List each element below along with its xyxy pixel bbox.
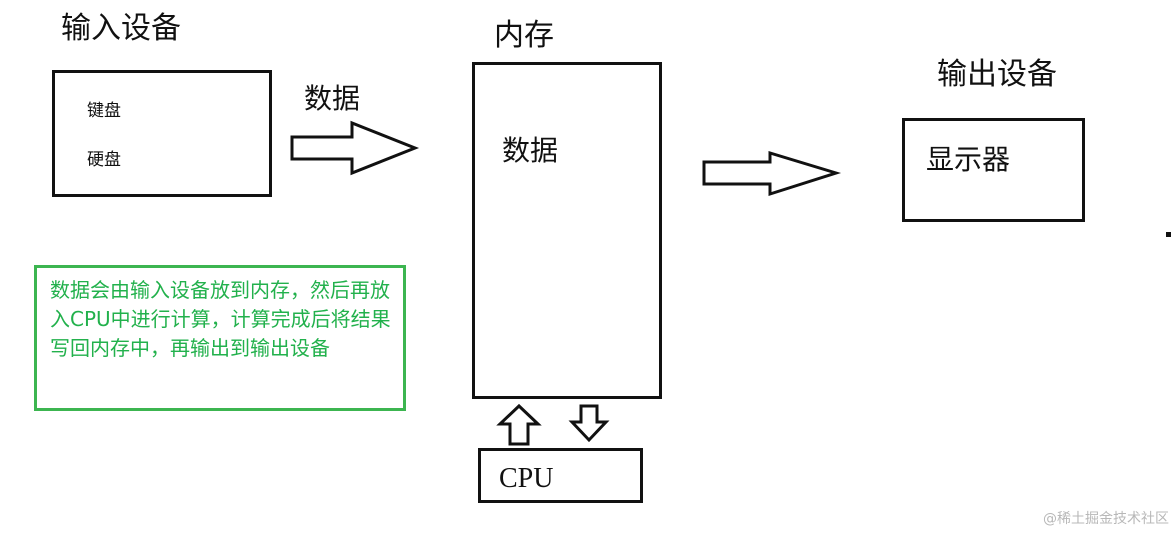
memory-box: 数据: [472, 62, 662, 399]
memory-data-label: 数据: [502, 134, 559, 167]
edge-dot: [1166, 232, 1171, 237]
output-device-title: 输出设备: [937, 57, 1057, 92]
memory-title: 内存: [494, 18, 554, 53]
up-arrow-icon: [496, 403, 542, 446]
input-device-title: 输入设备: [61, 11, 181, 46]
data-flow-label: 数据: [304, 82, 361, 115]
right-arrow-icon: [702, 150, 842, 197]
explanation-text: 数据会由输入设备放到内存，然后再放入CPU中进行计算，计算完成后将结果写回内存中…: [50, 278, 391, 360]
input-device-box: 键盘 硬盘: [52, 70, 272, 197]
keyboard-label: 键盘: [87, 101, 121, 121]
right-arrow-icon: [290, 120, 420, 176]
output-device-box: 显示器: [902, 118, 1085, 222]
display-label: 显示器: [926, 143, 1011, 176]
cpu-box: CPU: [478, 448, 643, 503]
cpu-label: CPU: [499, 463, 554, 494]
down-arrow-icon: [568, 404, 610, 443]
explanation-note: 数据会由输入设备放到内存，然后再放入CPU中进行计算，计算完成后将结果写回内存中…: [34, 265, 406, 411]
hard-disk-label: 硬盘: [87, 150, 121, 170]
watermark: @稀土掘金技术社区: [1043, 511, 1169, 527]
